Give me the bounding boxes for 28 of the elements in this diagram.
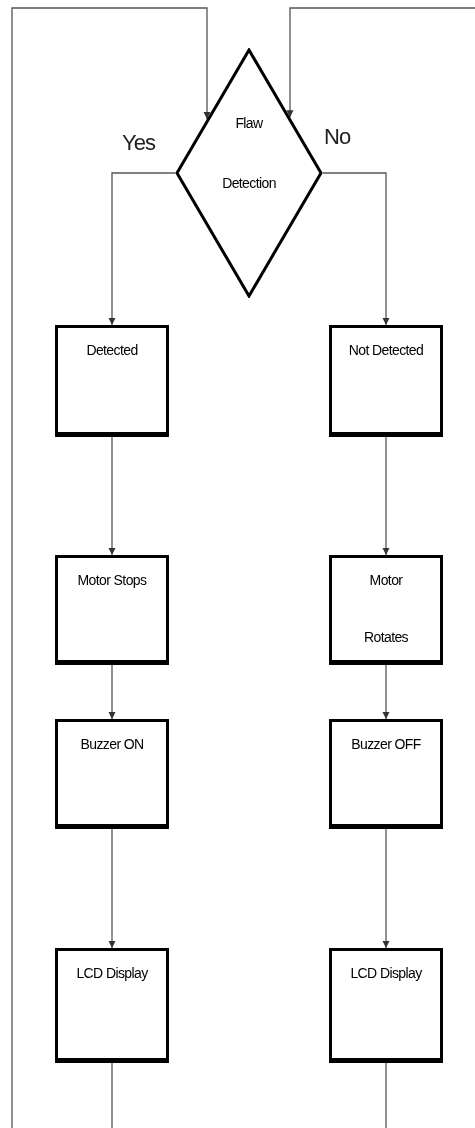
arrow [108, 172, 176, 326]
arrow [382, 828, 390, 949]
node-label: Detected [85, 341, 139, 360]
process-box [55, 948, 169, 1063]
node-label: LCD Display [349, 964, 423, 983]
arrow [108, 436, 116, 556]
process-box [329, 948, 443, 1063]
decision-diamond [175, 48, 323, 298]
node-label: Not Detected [348, 341, 424, 360]
node-label: Motor Rotates [362, 571, 410, 647]
arrow [108, 828, 116, 949]
process-box [329, 719, 443, 829]
process-box [329, 325, 443, 437]
process-box [55, 555, 169, 665]
node-label: Buzzer OFF [350, 735, 422, 754]
arrow [382, 436, 390, 556]
node-label: Motor Stops [76, 571, 148, 590]
arrow [11, 7, 211, 1128]
node-label: LCD Display [75, 964, 149, 983]
arrow [322, 172, 390, 326]
arrow [382, 664, 390, 720]
arrow [286, 7, 475, 1128]
node-label: Buzzer ON [79, 735, 145, 754]
process-box [55, 325, 169, 437]
arrow [108, 664, 116, 720]
node-label: Flaw Detection [221, 114, 277, 193]
process-box [55, 719, 169, 829]
process-box [329, 555, 443, 665]
